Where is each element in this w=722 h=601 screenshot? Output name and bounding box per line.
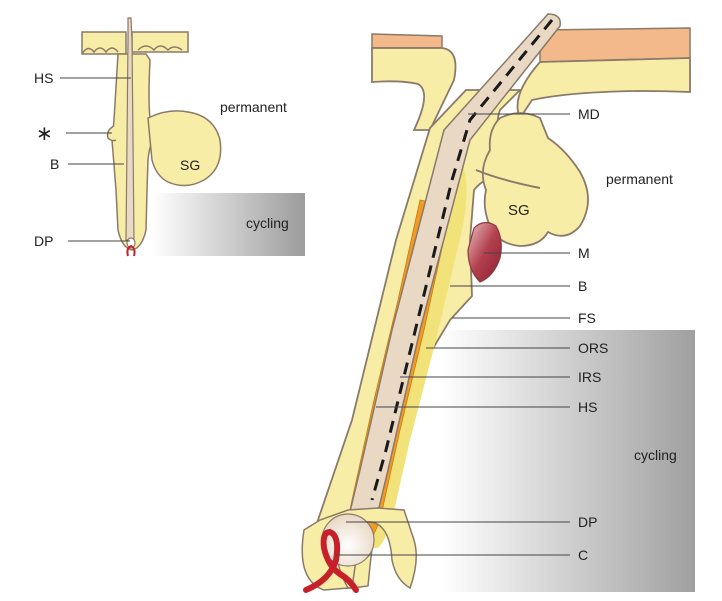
small-label-dp: DP — [34, 233, 53, 249]
large-label-irs: IRS — [578, 369, 601, 385]
large-capillary — [303, 528, 359, 593]
large-label-permanent: permanent — [606, 171, 673, 187]
large-arrector-muscle — [467, 221, 502, 283]
large-label-b: B — [578, 278, 587, 294]
small-epidermis — [81, 31, 189, 55]
small-follicle-diagram: HS ∗ B DP SG permanent cycling — [34, 17, 305, 257]
small-label-hs: HS — [34, 70, 53, 86]
large-follicle-diagram: MD M B FS ORS IRS HS DP C SG permanent c… — [301, 13, 695, 593]
large-epidermis-right — [516, 57, 691, 120]
large-label-c: C — [578, 547, 588, 563]
small-label-cycling: cycling — [246, 215, 289, 231]
large-sebaceous-duct — [475, 169, 541, 189]
small-capillary — [126, 244, 136, 257]
large-label-dp: DP — [578, 514, 597, 530]
large-label-ors: ORS — [578, 340, 608, 356]
small-label-asterisk: ∗ — [36, 123, 53, 145]
large-label-fs: FS — [578, 310, 596, 326]
large-cycling-zone — [440, 330, 695, 592]
large-label-hs: HS — [578, 399, 597, 415]
small-label-sg: SG — [180, 157, 200, 173]
large-medulla — [370, 19, 554, 501]
large-label-m: M — [578, 245, 590, 261]
large-sebaceous-gland — [481, 112, 589, 247]
large-label-cycling: cycling — [634, 447, 677, 463]
small-follicle-body — [111, 53, 162, 251]
large-label-md: MD — [578, 106, 600, 122]
small-epidermis-ridges — [81, 45, 183, 55]
small-label-b: B — [50, 156, 59, 172]
small-sebaceous-gland — [147, 110, 222, 187]
small-label-permanent: permanent — [220, 99, 287, 115]
small-cycling-zone — [152, 193, 305, 256]
large-label-sg: SG — [508, 202, 530, 219]
large-epidermis-left — [371, 47, 457, 131]
